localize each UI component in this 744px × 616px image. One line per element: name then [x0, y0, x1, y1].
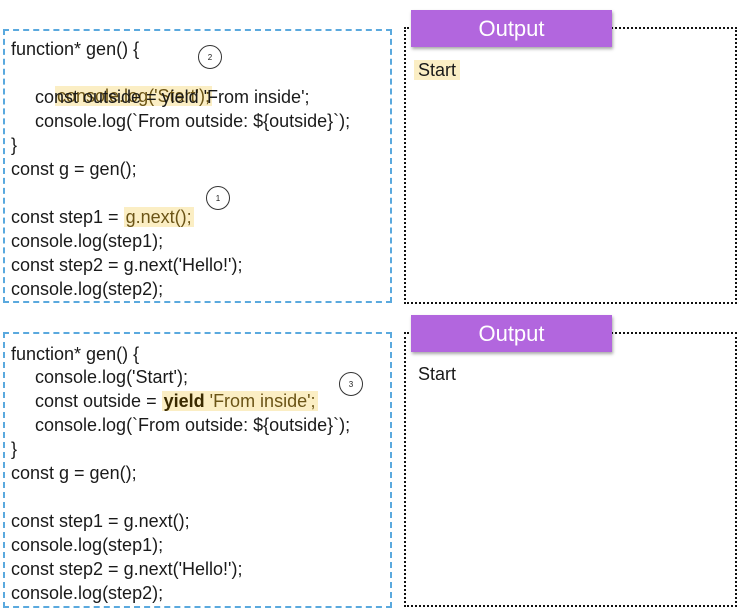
top-step1-prefix: const step1 =: [11, 207, 124, 227]
bottom-code-line-8: console.log(step1);: [11, 535, 164, 555]
top-highlight-console-start: console.log('Start');: [55, 86, 212, 106]
top-code-line-7: const step1 = g.next();: [11, 206, 194, 229]
bottom-code-line-1: function* gen() {: [11, 344, 140, 364]
step-badge-1: 1: [206, 186, 230, 210]
top-code-line-4: console.log(`From outside: ${outside}`);: [35, 111, 351, 131]
bottom-code-line-5: }: [11, 439, 18, 459]
yield-value: 'From inside';: [204, 391, 316, 411]
bottom-code-line-10: console.log(step2);: [11, 583, 164, 603]
top-code-line-6: const g = gen();: [11, 159, 137, 179]
bottom-code-line-4: console.log(`From outside: ${outside}`);: [35, 415, 351, 435]
bottom-code-line-3: const outside = yield 'From inside';: [35, 390, 318, 413]
bottom-code-line-2: console.log('Start');: [35, 367, 188, 387]
bottom-outside-prefix: const outside =: [35, 391, 162, 411]
top-code-line-1: function* gen() {: [11, 39, 140, 59]
top-code-line-10: console.log(step2);: [11, 279, 164, 299]
top-code-line-2: console.log('Start');: [35, 62, 212, 131]
top-code-line-9: const step2 = g.next('Hello!');: [11, 255, 243, 275]
bottom-code-line-7: const step1 = g.next();: [11, 511, 190, 531]
bottom-code-line-6: const g = gen();: [11, 463, 137, 483]
top-output-header: Output: [411, 10, 612, 47]
bottom-output-line: Start: [418, 364, 457, 384]
bottom-code-line-9: const step2 = g.next('Hello!');: [11, 559, 243, 579]
top-output-line: Start: [414, 58, 461, 82]
top-code-line-3: const outside = yield 'From inside';: [35, 87, 310, 107]
top-highlight-gnext: g.next();: [123, 207, 194, 227]
step-badge-3: 3: [339, 372, 363, 396]
bottom-output-header: Output: [411, 315, 612, 352]
top-code-panel: function* gen() { console.log('Start'); …: [3, 29, 392, 303]
bottom-highlight-yield: yield 'From inside';: [161, 391, 318, 411]
top-code-line-5: }: [11, 135, 18, 155]
top-code-line-8: console.log(step1);: [11, 231, 164, 251]
top-output-start: Start: [414, 60, 461, 80]
yield-keyword: yield: [163, 391, 205, 411]
bottom-code-panel: function* gen() { console.log('Start'); …: [3, 332, 392, 608]
step-badge-2: 2: [198, 45, 222, 69]
